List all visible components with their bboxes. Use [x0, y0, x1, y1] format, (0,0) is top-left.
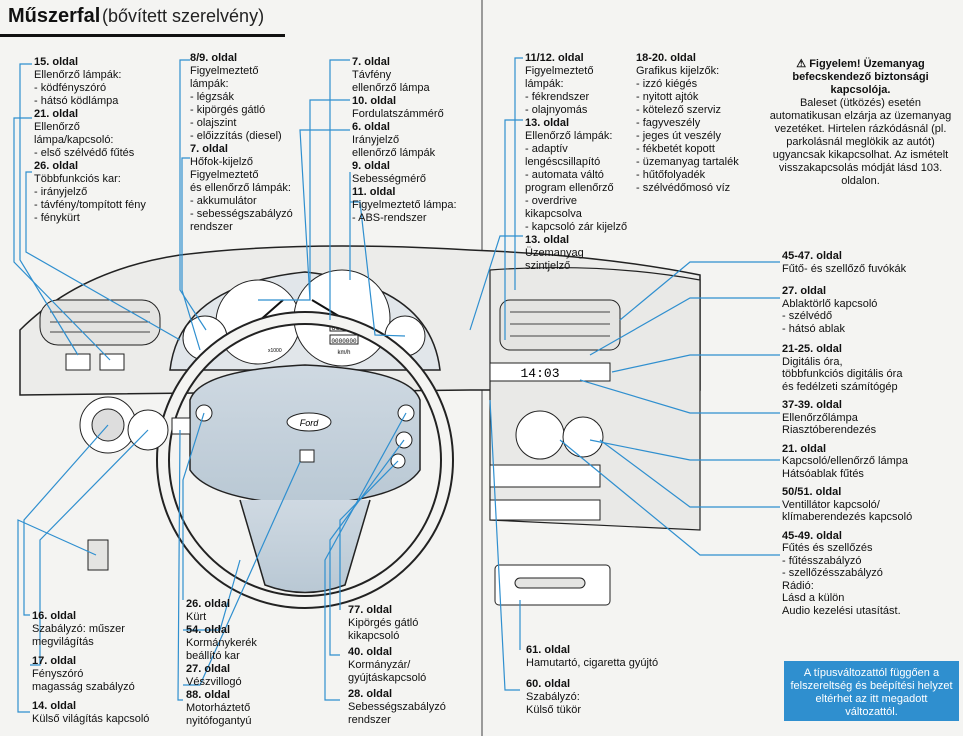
ref-bottom-right: 61. oldal Hamutartó, cigaretta gyújtó 60… — [526, 644, 659, 716]
rpm-unit: x1000 — [268, 348, 282, 354]
ref-left-top: 15. oldal Ellenőrző lámpák:- ködfényszór… — [34, 56, 146, 224]
page-subtitle: (bővített szerelvény) — [102, 6, 265, 26]
ref-right-side: 45-47. oldal Fűtő- és szellőző fuvókák 2… — [782, 250, 913, 617]
variant-note: A típusváltozattól függően a felszerelts… — [784, 661, 959, 721]
speed-unit: km/h — [337, 350, 350, 356]
clock-display: 14:03 — [520, 366, 559, 381]
warning-box: ⚠ Figyelem! Üzemanyag befecskendező bizt… — [768, 58, 953, 188]
trip-readout: 0000000 — [331, 338, 357, 345]
warning-body: Baleset (ütközés) esetén automatikusan e… — [769, 97, 952, 187]
warning-icon: ⚠ — [796, 58, 807, 70]
ford-logo: Ford — [300, 418, 320, 428]
warning-head: Figyelem! Üzemanyag befecskendező bizton… — [792, 58, 929, 96]
title-bar: Műszerfal (bővített szerelvény) — [0, 0, 285, 37]
ref-right-b: 18-20. oldal Grafikus kijelzők:- izzó ki… — [636, 52, 739, 194]
page-title: Műszerfal — [8, 5, 101, 27]
